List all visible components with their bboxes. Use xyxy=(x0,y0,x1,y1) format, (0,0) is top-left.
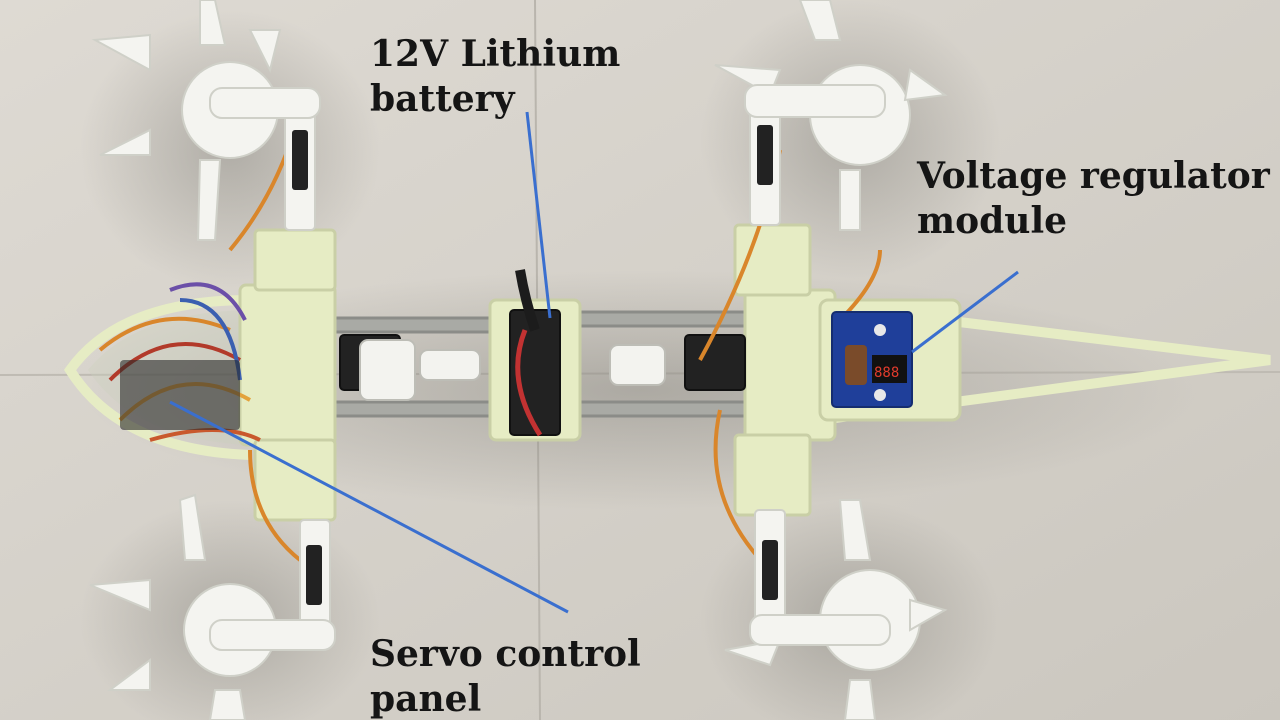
svg-text:888: 888 xyxy=(874,365,899,381)
battery-label-line2: battery xyxy=(370,78,515,120)
battery-label: 12V Lithium battery xyxy=(370,32,620,122)
servo-label-line1: Servo control xyxy=(370,633,641,675)
regulator-label: Voltage regulator module xyxy=(917,154,1270,244)
regulator-label-line2: module xyxy=(917,200,1068,242)
battery-label-line1: 12V Lithium xyxy=(370,33,621,75)
servo-label-line2: panel xyxy=(370,678,482,720)
regulator-label-line1: Voltage regulator xyxy=(917,155,1270,197)
servo-label: Servo control panel xyxy=(370,632,641,720)
